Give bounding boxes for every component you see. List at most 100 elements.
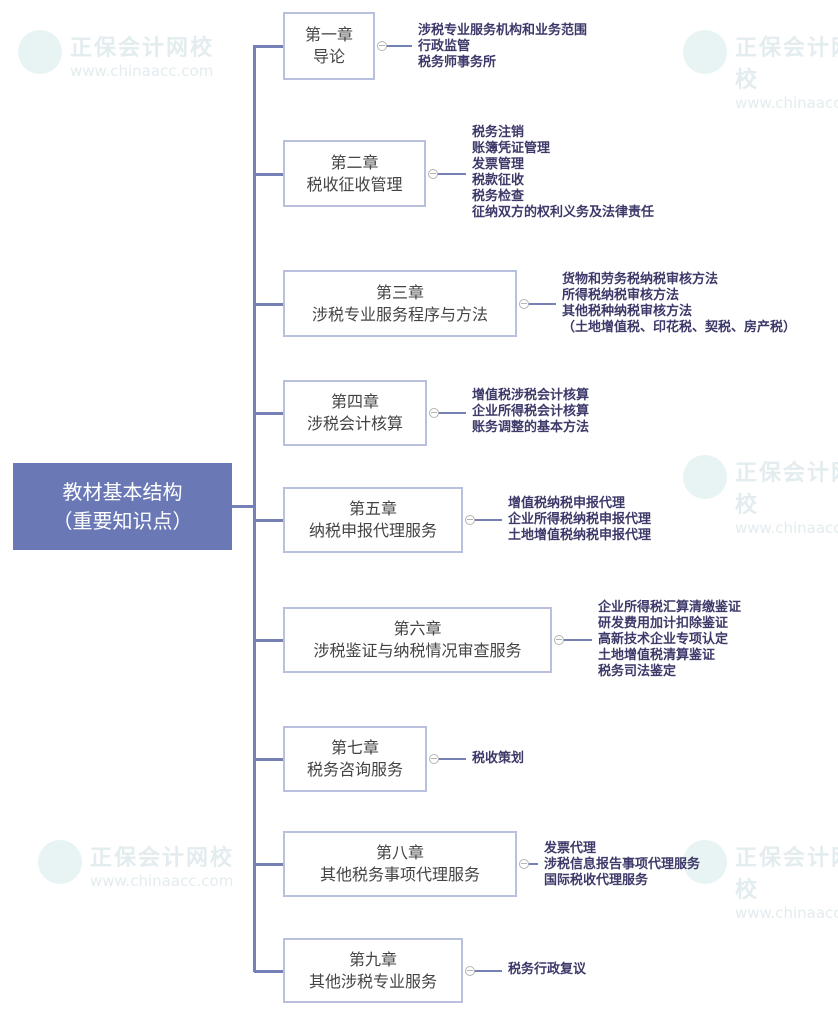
chapter-topics: 增值税纳税申报代理企业所得税纳税申报代理土地增值税纳税申报代理	[508, 496, 651, 544]
chapter-title: 税收征收管理	[306, 174, 403, 194]
topic-item[interactable]: 土地增值税纳税申报代理	[508, 528, 652, 543]
branch-line	[254, 412, 283, 415]
collapse-toggle-icon[interactable]	[519, 298, 529, 309]
watermark-url: www.chinaacc.com	[70, 62, 214, 80]
chapter-number: 第六章	[393, 619, 442, 638]
topic-item[interactable]: 发票代理	[544, 841, 597, 856]
leaf-connector	[473, 969, 502, 972]
watermark-brand: 正保会计网校	[90, 846, 235, 871]
chapter-number: 第三章	[375, 282, 424, 302]
chapter-number: 第一章	[304, 25, 353, 44]
topic-item[interactable]: 货物和劳务税纳税审核方法	[562, 272, 719, 287]
chapter-title: 涉税鉴证与纳税情况审查服务	[313, 641, 522, 660]
collapse-toggle-icon[interactable]	[554, 635, 564, 645]
chapter-topics: 增值税涉税会计核算企业所得税会计核算账务调整的基本方法	[472, 388, 589, 436]
collapse-toggle-icon[interactable]	[377, 41, 387, 51]
topic-item[interactable]: 账务调整的基本方法	[472, 420, 590, 435]
chapter-node[interactable]: 第四章 涉税会计核算	[283, 380, 427, 446]
topic-item[interactable]: 行政监管	[418, 39, 471, 54]
root-connector	[232, 505, 254, 508]
chapter-title: 涉税会计核算	[306, 414, 403, 433]
topic-item[interactable]: 其他税种纳税审核方法	[562, 304, 693, 319]
chapter-topics: 税务注销账簿凭证管理发票管理税款征收税务检查征纳双方的权利义务及法律责任	[472, 125, 654, 221]
chapter-number: 第二章	[330, 152, 379, 172]
collapse-toggle-icon[interactable]	[428, 168, 438, 179]
chapter-node[interactable]: 第七章 税务咨询服务	[283, 726, 427, 792]
leaf-connector	[473, 519, 502, 521]
branch-line	[254, 863, 283, 866]
watermark-logo-icon	[38, 840, 82, 884]
chapter-title: 其他涉税专业服务	[308, 971, 437, 991]
chapter-node[interactable]: 第五章 纳税申报代理服务	[283, 487, 463, 553]
topic-item[interactable]: 税务行政复议	[508, 962, 587, 977]
chapter-title: 税务咨询服务	[306, 760, 403, 779]
chapter-topics: 发票代理涉税信息报告事项代理服务国际税收代理服务	[544, 841, 700, 889]
watermark-url: www.chinaacc.com	[735, 94, 838, 112]
leaf-connector	[527, 302, 556, 305]
watermark-brand: 正保会计网校	[735, 846, 838, 903]
topic-item[interactable]: 研发费用加计扣除鉴证	[598, 616, 729, 631]
leaf-connector	[437, 412, 466, 414]
watermark-url: www.chinaacc.com	[735, 519, 838, 537]
topic-item[interactable]: 增值税涉税会计核算	[472, 388, 590, 403]
topic-item[interactable]: 高新技术企业专项认定	[598, 632, 729, 647]
topic-item[interactable]: 企业所得税汇算清缴鉴证	[598, 600, 742, 615]
watermark-brand: 正保会计网校	[735, 461, 838, 518]
leaf-connector	[562, 639, 592, 641]
branch-line	[254, 758, 283, 761]
watermark-brand: 正保会计网校	[70, 36, 215, 61]
chapter-node[interactable]: 第八章 其他税务事项代理服务	[283, 831, 517, 897]
chapter-topics: 税务行政复议	[508, 962, 586, 978]
topic-item[interactable]: 土地增值税清算鉴证	[598, 648, 716, 663]
chapter-title: 其他税务事项代理服务	[319, 865, 480, 884]
branch-line	[254, 172, 283, 176]
topic-item[interactable]: 涉税专业服务机构和业务范围	[418, 23, 588, 38]
topic-item[interactable]: 税务注销	[472, 125, 525, 140]
topic-item[interactable]: 账簿凭证管理	[472, 141, 551, 156]
chapter-title: 导论	[312, 47, 345, 66]
chapter-node[interactable]: 第九章 其他涉税专业服务	[283, 938, 463, 1003]
chapter-title: 纳税申报代理服务	[308, 521, 437, 540]
topic-item[interactable]: （土地增值税、印花税、契税、房产税）	[562, 320, 797, 335]
topic-item[interactable]: 增值税纳税申报代理	[508, 496, 626, 511]
chapter-topics: 涉税专业服务机构和业务范围行政监管税务师事务所	[418, 23, 587, 71]
trunk-line	[253, 45, 256, 972]
collapse-toggle-icon[interactable]	[465, 965, 475, 976]
topic-item[interactable]: 税款征收	[472, 173, 525, 188]
collapse-toggle-icon[interactable]	[465, 515, 475, 525]
leaf-connector	[437, 758, 466, 760]
chapter-number: 第八章	[375, 843, 424, 862]
topic-item[interactable]: 国际税收代理服务	[544, 873, 649, 888]
topic-item[interactable]: 征纳双方的权利义务及法律责任	[472, 205, 655, 220]
topic-item[interactable]: 税收策划	[472, 751, 525, 766]
topic-item[interactable]: 发票管理	[472, 157, 525, 172]
chapter-node[interactable]: 第六章 涉税鉴证与纳税情况审查服务	[283, 607, 552, 673]
chapter-topics: 货物和劳务税纳税审核方法所得税纳税审核方法其他税种纳税审核方法（土地增值税、印花…	[562, 272, 796, 336]
collapse-toggle-icon[interactable]	[429, 408, 439, 418]
topic-item[interactable]: 所得税纳税审核方法	[562, 288, 680, 303]
watermark-brand: 正保会计网校	[735, 36, 838, 93]
chapter-node[interactable]: 第三章 涉税专业服务程序与方法	[283, 270, 517, 337]
topic-item[interactable]: 企业所得税会计核算	[472, 404, 590, 419]
watermark-url: www.chinaacc.com	[735, 904, 838, 922]
chapter-node[interactable]: 第一章 导论	[283, 12, 375, 80]
branch-line	[254, 639, 283, 642]
leaf-connector	[527, 863, 538, 865]
topic-item[interactable]: 企业所得税纳税申报代理	[508, 512, 652, 527]
watermark-logo-icon	[683, 30, 727, 74]
branch-line	[254, 969, 283, 973]
topic-item[interactable]: 税务司法鉴定	[598, 664, 677, 679]
collapse-toggle-icon[interactable]	[429, 754, 439, 764]
topic-item[interactable]: 税务师事务所	[418, 55, 497, 70]
chapter-node[interactable]: 第二章 税收征收管理	[283, 140, 426, 207]
topic-item[interactable]: 税务检查	[472, 189, 525, 204]
watermark-logo-icon	[683, 455, 727, 499]
chapter-number: 第七章	[330, 738, 379, 757]
root-title: 教材基本结构	[62, 479, 183, 504]
collapse-toggle-icon[interactable]	[519, 859, 529, 869]
root-node[interactable]: 教材基本结构 （重要知识点）	[13, 463, 232, 550]
topic-item[interactable]: 涉税信息报告事项代理服务	[544, 857, 701, 872]
